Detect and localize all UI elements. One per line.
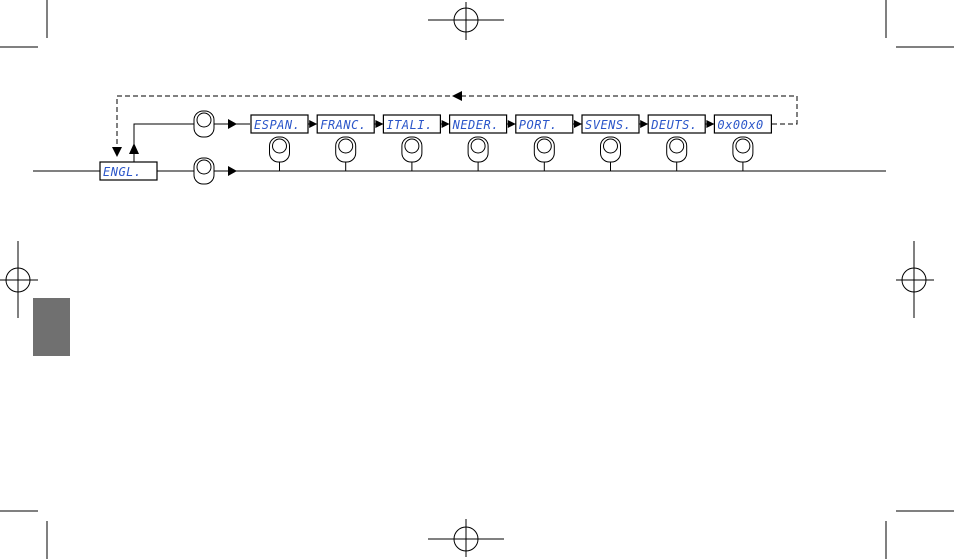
display-port: PORT. (515, 114, 582, 134)
registration-mark-left (0, 241, 38, 318)
display-0x00x0: 0x00x0 (713, 114, 773, 134)
select-button-neder (467, 136, 489, 171)
display-itali-text: ITALI. (386, 118, 432, 132)
language-row: ESPAN. FRANC. ITALI. NEDER. PORT. SVENS. DEUTS… (250, 114, 773, 171)
registration-mark-top (428, 2, 504, 40)
display-0x00x0-text: 0x00x0 (717, 118, 763, 132)
section-tab-marker (33, 298, 70, 356)
display-espan-text: ESPAN. (254, 118, 300, 132)
display-engl: ENGL. (99, 161, 158, 181)
display-franc-text: FRANC. (320, 118, 366, 132)
display-engl-text: ENGL. (103, 165, 142, 179)
display-neder: NEDER. (449, 114, 516, 134)
select-button-0x00x0 (732, 136, 754, 171)
lower-button (157, 157, 237, 185)
display-svens-text: SVENS. (585, 118, 631, 132)
select-button-itali (401, 136, 423, 171)
registration-mark-bottom (428, 519, 504, 557)
registration-mark-right (896, 241, 934, 318)
select-button-svens (600, 136, 621, 171)
display-port-text: PORT. (519, 118, 558, 132)
display-itali: ITALI. (382, 114, 450, 134)
display-deuts-text: DEUTS. (650, 118, 697, 132)
select-button-franc (335, 136, 357, 171)
select-button-deuts (666, 136, 688, 171)
upper-branch (129, 110, 250, 162)
select-button-port (533, 136, 555, 171)
select-button-espan (269, 136, 290, 171)
display-neder-text: NEDER. (452, 118, 499, 132)
display-deuts: DEUTS. (647, 114, 715, 134)
display-espan: ESPAN. (250, 114, 318, 134)
return-loop (112, 91, 798, 157)
display-svens: SVENS. (581, 114, 649, 134)
display-franc: FRANC. (316, 114, 384, 134)
